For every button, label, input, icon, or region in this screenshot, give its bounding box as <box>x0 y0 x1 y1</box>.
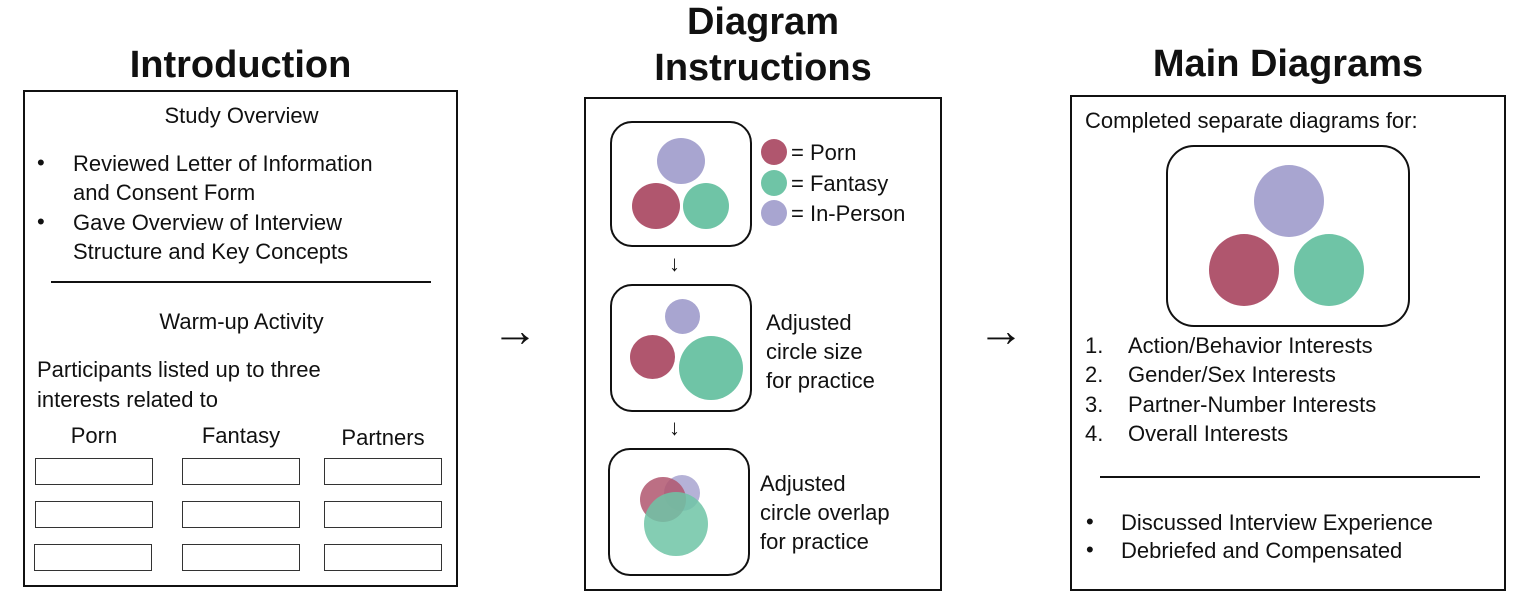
diagram-instructions-title-line1: Diagram <box>686 1 840 43</box>
overview-bullet-1-line2: and Consent Form <box>73 180 256 205</box>
in-person-circle <box>657 138 705 184</box>
numbered-item-1-number: 1. <box>1085 333 1104 358</box>
porn-circle <box>632 183 680 229</box>
fantasy-circle <box>1294 234 1364 306</box>
legend-fantasy-swatch <box>761 170 787 196</box>
legend-porn-label: = Porn <box>791 140 857 165</box>
down-arrow-icon: ↓ <box>669 251 680 276</box>
main-intro-text: Completed separate diagrams for: <box>1085 108 1418 133</box>
overlap-step-line1: Adjusted <box>760 471 846 496</box>
diagram-instructions-panel: = Porn = Fantasy = In-Person ↓ Adjusted … <box>584 97 942 591</box>
column-label-fantasy: Fantasy <box>201 423 281 448</box>
bullet-icon: • <box>1086 537 1094 562</box>
overlap-step-line3: for practice <box>760 529 869 554</box>
fantasy-circle <box>683 183 729 229</box>
fantasy-circle <box>644 492 708 556</box>
introduction-panel: Study Overview • Reviewed Letter of Info… <box>23 90 458 587</box>
right-arrow-icon: → <box>978 304 1024 356</box>
column-label-partners: Partners <box>341 425 425 450</box>
partners-interest-field-1[interactable] <box>324 458 442 485</box>
partners-interest-field-2[interactable] <box>324 501 442 528</box>
porn-interest-field-2[interactable] <box>35 501 153 528</box>
column-label-porn: Porn <box>70 423 118 448</box>
fantasy-interest-field-1[interactable] <box>182 458 300 485</box>
numbered-item-4-label: Overall Interests <box>1128 421 1289 446</box>
bullet-icon: • <box>37 150 45 175</box>
numbered-item-3-label: Partner-Number Interests <box>1128 392 1377 417</box>
closing-bullet-1: Discussed Interview Experience <box>1121 510 1433 535</box>
porn-circle <box>1209 234 1279 306</box>
main-diagrams-title: Main Diagrams <box>1152 43 1424 85</box>
legend-porn-swatch <box>761 139 787 165</box>
numbered-item-4-number: 4. <box>1085 421 1104 446</box>
overview-bullet-2-line2: Structure and Key Concepts <box>73 239 349 264</box>
diagram-instructions-title-line2: Instructions <box>654 47 872 89</box>
divider <box>51 281 431 283</box>
legend-in-person-label: = In-Person <box>791 201 906 226</box>
fantasy-interest-field-2[interactable] <box>182 501 300 528</box>
overlap-step-line2: circle overlap <box>760 500 890 525</box>
closing-bullet-2: Debriefed and Compensated <box>1121 538 1403 563</box>
bullet-icon: • <box>37 209 45 234</box>
in-person-circle <box>1254 165 1324 237</box>
in-person-circle <box>665 299 700 334</box>
study-overview-heading: Study Overview <box>164 103 319 128</box>
fantasy-interest-field-3[interactable] <box>182 544 300 571</box>
porn-interest-field-1[interactable] <box>35 458 153 485</box>
numbered-item-2-number: 2. <box>1085 362 1104 387</box>
overlap-practice-diagram-box <box>608 448 750 576</box>
numbered-item-3-number: 3. <box>1085 392 1104 417</box>
overview-bullet-1-line1: Reviewed Letter of Information <box>73 151 373 176</box>
fantasy-circle <box>679 336 743 400</box>
main-diagram-box <box>1166 145 1410 327</box>
size-step-line3: for practice <box>766 368 875 393</box>
size-step-line1: Adjusted <box>766 310 852 335</box>
numbered-item-2-label: Gender/Sex Interests <box>1128 362 1336 387</box>
warmup-heading: Warm-up Activity <box>159 309 324 334</box>
introduction-title: Introduction <box>129 44 352 86</box>
partners-interest-field-3[interactable] <box>324 544 442 571</box>
overview-bullet-2-line1: Gave Overview of Interview <box>73 210 342 235</box>
size-practice-diagram-box <box>610 284 752 412</box>
example-diagram-box <box>610 121 752 247</box>
bullet-icon: • <box>1086 509 1094 534</box>
size-step-line2: circle size <box>766 339 863 364</box>
down-arrow-icon: ↓ <box>669 415 680 440</box>
divider <box>1100 476 1480 478</box>
warmup-desc-line2: interests related to <box>37 387 218 412</box>
main-diagrams-panel: Completed separate diagrams for: 1. Acti… <box>1070 95 1506 591</box>
legend-fantasy-label: = Fantasy <box>791 171 889 196</box>
porn-circle <box>630 335 675 379</box>
porn-interest-field-3[interactable] <box>34 544 152 571</box>
numbered-item-1-label: Action/Behavior Interests <box>1128 333 1373 358</box>
right-arrow-icon: → <box>492 304 538 356</box>
legend-in-person-swatch <box>761 200 787 226</box>
warmup-desc-line1: Participants listed up to three <box>37 357 321 382</box>
